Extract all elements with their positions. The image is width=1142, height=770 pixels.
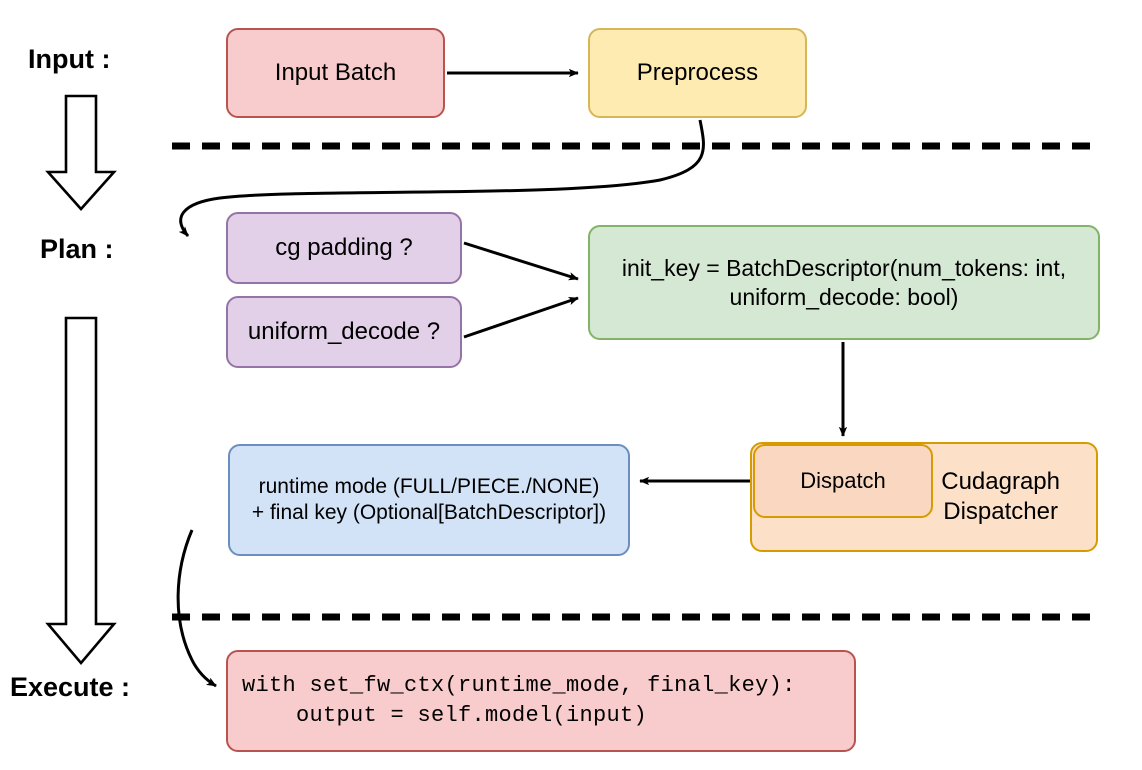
- node-runtime-mode[interactable]: runtime mode (FULL/PIECE./NONE) + final …: [228, 444, 630, 556]
- connector-runtime-mode-to-execute-code: [176, 529, 217, 688]
- node-input-batch[interactable]: Input Batch: [226, 28, 445, 118]
- stage-label-execute: Execute :: [10, 672, 131, 702]
- block-arrow-input-to-plan: [45, 94, 117, 211]
- node-cg-padding[interactable]: cg padding ?: [226, 212, 462, 284]
- stage-label-input: Input :: [28, 44, 111, 74]
- block-arrow-plan-to-execute: [45, 316, 117, 666]
- connector-uniform-decode-to-init-key: [463, 296, 579, 339]
- node-uniform-decode[interactable]: uniform_decode ?: [226, 296, 462, 368]
- stage-label-plan: Plan :: [40, 234, 114, 264]
- node-execute-code[interactable]: with set_fw_ctx(runtime_mode, final_key)…: [226, 650, 856, 752]
- node-dispatch[interactable]: Dispatch: [753, 444, 933, 518]
- node-preprocess[interactable]: Preprocess: [588, 28, 807, 118]
- node-init-key[interactable]: init_key = BatchDescriptor(num_tokens: i…: [588, 225, 1100, 340]
- connector-cg-padding-to-init-key: [463, 241, 579, 281]
